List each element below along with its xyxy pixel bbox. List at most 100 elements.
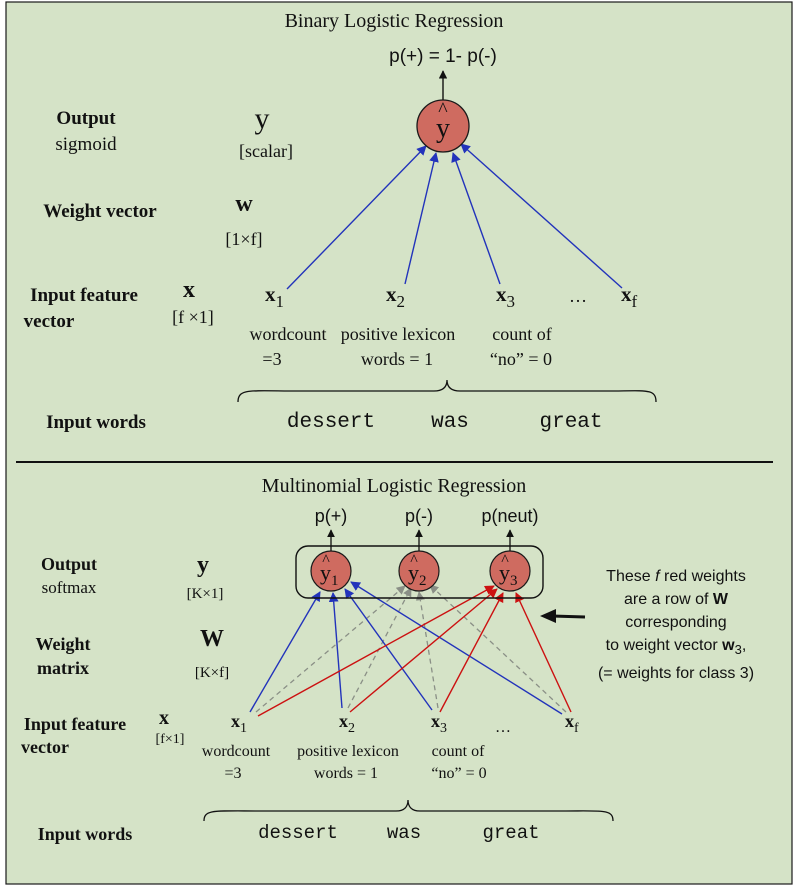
multinomial-weight-dimension: [K×f]	[195, 665, 229, 681]
multinomial-feature-x1-value: =3	[224, 765, 241, 782]
multinomial-input-words-label: Input words	[38, 824, 133, 844]
multinomial-feature-x1-desc: wordcount	[202, 743, 271, 760]
multinomial-feature-x2-desc: positive lexicon	[297, 743, 399, 760]
output-nodes-group-box	[295, 545, 544, 599]
edge-x1-y1	[249, 591, 321, 713]
multinomial-feature-label: Input feature	[24, 714, 126, 734]
edge-x1-y2	[255, 585, 406, 713]
binary-features: x1 x2 x3 … xf wordcount =3 positive lexi…	[250, 282, 638, 369]
multinomial-feature-dimension: [f×1]	[156, 732, 185, 747]
binary-node-circle	[416, 99, 470, 153]
node-1-label: y1	[320, 560, 339, 589]
diagram-background	[5, 1, 793, 885]
multinomial-weight-label: Weight	[35, 634, 90, 654]
hat-icon: ^	[410, 552, 418, 569]
red-weights-annotation: These f red weights are a row of W corre…	[540, 568, 754, 682]
multinomial-output-2: p(-)	[405, 506, 433, 526]
node-3-label: y3	[499, 560, 518, 589]
multinomial-feature-x3-value: “no” = 0	[431, 765, 486, 782]
edge-x2-y1	[328, 592, 343, 709]
multinomial-output-dimension: [K×1]	[187, 586, 224, 602]
hat-icon: ^	[322, 552, 330, 569]
multinomial-feature-ellipsis: …	[495, 719, 511, 736]
multinomial-weight-edges	[249, 581, 572, 717]
binary-feature-x2-value: words = 1	[361, 349, 433, 369]
binary-feature-ellipsis: …	[569, 286, 587, 306]
binary-feature-dimension: [f ×1]	[172, 307, 214, 327]
binary-input-brace	[237, 379, 657, 403]
edge-xf-y1	[350, 581, 563, 715]
multinomial-output-symbol: y	[197, 552, 209, 578]
multinomial-word-1: dessert	[258, 822, 338, 844]
binary-word-3: great	[539, 411, 602, 434]
annotation-pointer-arrow-icon	[540, 609, 556, 623]
binary-feature-label-line2: vector	[24, 311, 75, 332]
binary-feature-x2: x2	[386, 282, 405, 311]
binary-edge-x2	[404, 152, 439, 285]
annotation-line-5: (= weights for class 3)	[598, 665, 754, 682]
multinomial-input-brace	[203, 799, 614, 822]
multinomial-word-3: great	[482, 822, 539, 844]
binary-word-2: was	[431, 411, 469, 434]
binary-title: Binary Logistic Regression	[285, 10, 504, 32]
yhat-node-1: y1 ^	[310, 550, 352, 592]
binary-weight-edges	[286, 143, 623, 290]
annotation-line-1: These f red weights	[606, 568, 746, 585]
multinomial-feature-x1: x1	[231, 711, 247, 736]
binary-weight-label: Weight vector	[43, 201, 157, 222]
node-3-circle	[489, 550, 531, 592]
annotation-line-4: to weight vector w3,	[606, 637, 747, 657]
edge-xf-y2	[429, 584, 567, 713]
node-2-circle	[398, 550, 440, 592]
binary-output-label: Output	[56, 108, 116, 129]
annotation-line-3: corresponding	[625, 614, 726, 631]
multinomial-feature-x2: x2	[339, 711, 355, 736]
node-1-circle	[310, 550, 352, 592]
binary-section: Binary Logistic Regression p(+) = 1- p(-…	[24, 10, 657, 434]
binary-output-dimension: [scalar]	[239, 141, 293, 161]
multinomial-yhat-nodes: y1 ^ y2 ^ y3 ^	[310, 550, 531, 592]
edge-x2-y3	[349, 588, 498, 713]
multinomial-feature-x2-value: words = 1	[314, 765, 378, 782]
binary-feature-x1-value: =3	[262, 349, 281, 369]
multinomial-title: Multinomial Logistic Regression	[262, 475, 526, 497]
binary-weight-dimension: [1×f]	[225, 229, 262, 249]
edge-x3-y3	[439, 592, 504, 713]
binary-feature-x3-value: “no” = 0	[490, 349, 552, 369]
edge-xf-y3	[515, 592, 572, 713]
binary-output-activation: sigmoid	[55, 134, 117, 155]
multinomial-output-label: Output	[41, 554, 97, 574]
binary-feature-x3: x3	[496, 282, 515, 311]
binary-output-formula: p(+) = 1- p(-)	[389, 46, 497, 67]
multinomial-output-3: p(neut)	[481, 506, 538, 526]
edge-x2-y2	[347, 587, 412, 709]
multinomial-features: x1 x2 x3 … xf wordcount =3 positive lexi…	[202, 711, 579, 782]
multinomial-feature-x3-desc: count of	[432, 743, 486, 760]
binary-feature-symbol: x	[183, 277, 195, 303]
multinomial-feature-xf: xf	[565, 711, 579, 736]
multinomial-feature-symbol: x	[159, 707, 169, 729]
binary-feature-x1: x1	[265, 282, 284, 311]
multinomial-feature-x3: x3	[431, 711, 447, 736]
multinomial-feature-label-line2: vector	[21, 737, 69, 757]
annotation-pointer-shaft	[551, 614, 586, 619]
yhat-node-3: y3 ^	[489, 550, 531, 592]
multinomial-weight-symbol: W	[200, 626, 224, 652]
binary-feature-x2-desc: positive lexicon	[341, 324, 455, 344]
binary-edge-x3	[451, 152, 501, 285]
multinomial-output-1: p(+)	[315, 506, 348, 526]
binary-input-words-label: Input words	[46, 412, 146, 433]
binary-yhat-node: y ^	[416, 99, 470, 153]
binary-edge-xf	[460, 143, 623, 289]
binary-feature-x3-desc: count of	[492, 324, 551, 344]
edge-x1-y3	[257, 585, 495, 717]
hat-icon: ^	[438, 99, 448, 121]
hat-icon: ^	[501, 552, 509, 569]
multinomial-weight-label-line2: matrix	[37, 658, 89, 678]
binary-weight-symbol: w	[235, 191, 253, 217]
node-2-label: y2	[408, 560, 427, 589]
binary-feature-x1-desc: wordcount	[250, 324, 327, 344]
binary-node-label: y	[436, 113, 450, 144]
